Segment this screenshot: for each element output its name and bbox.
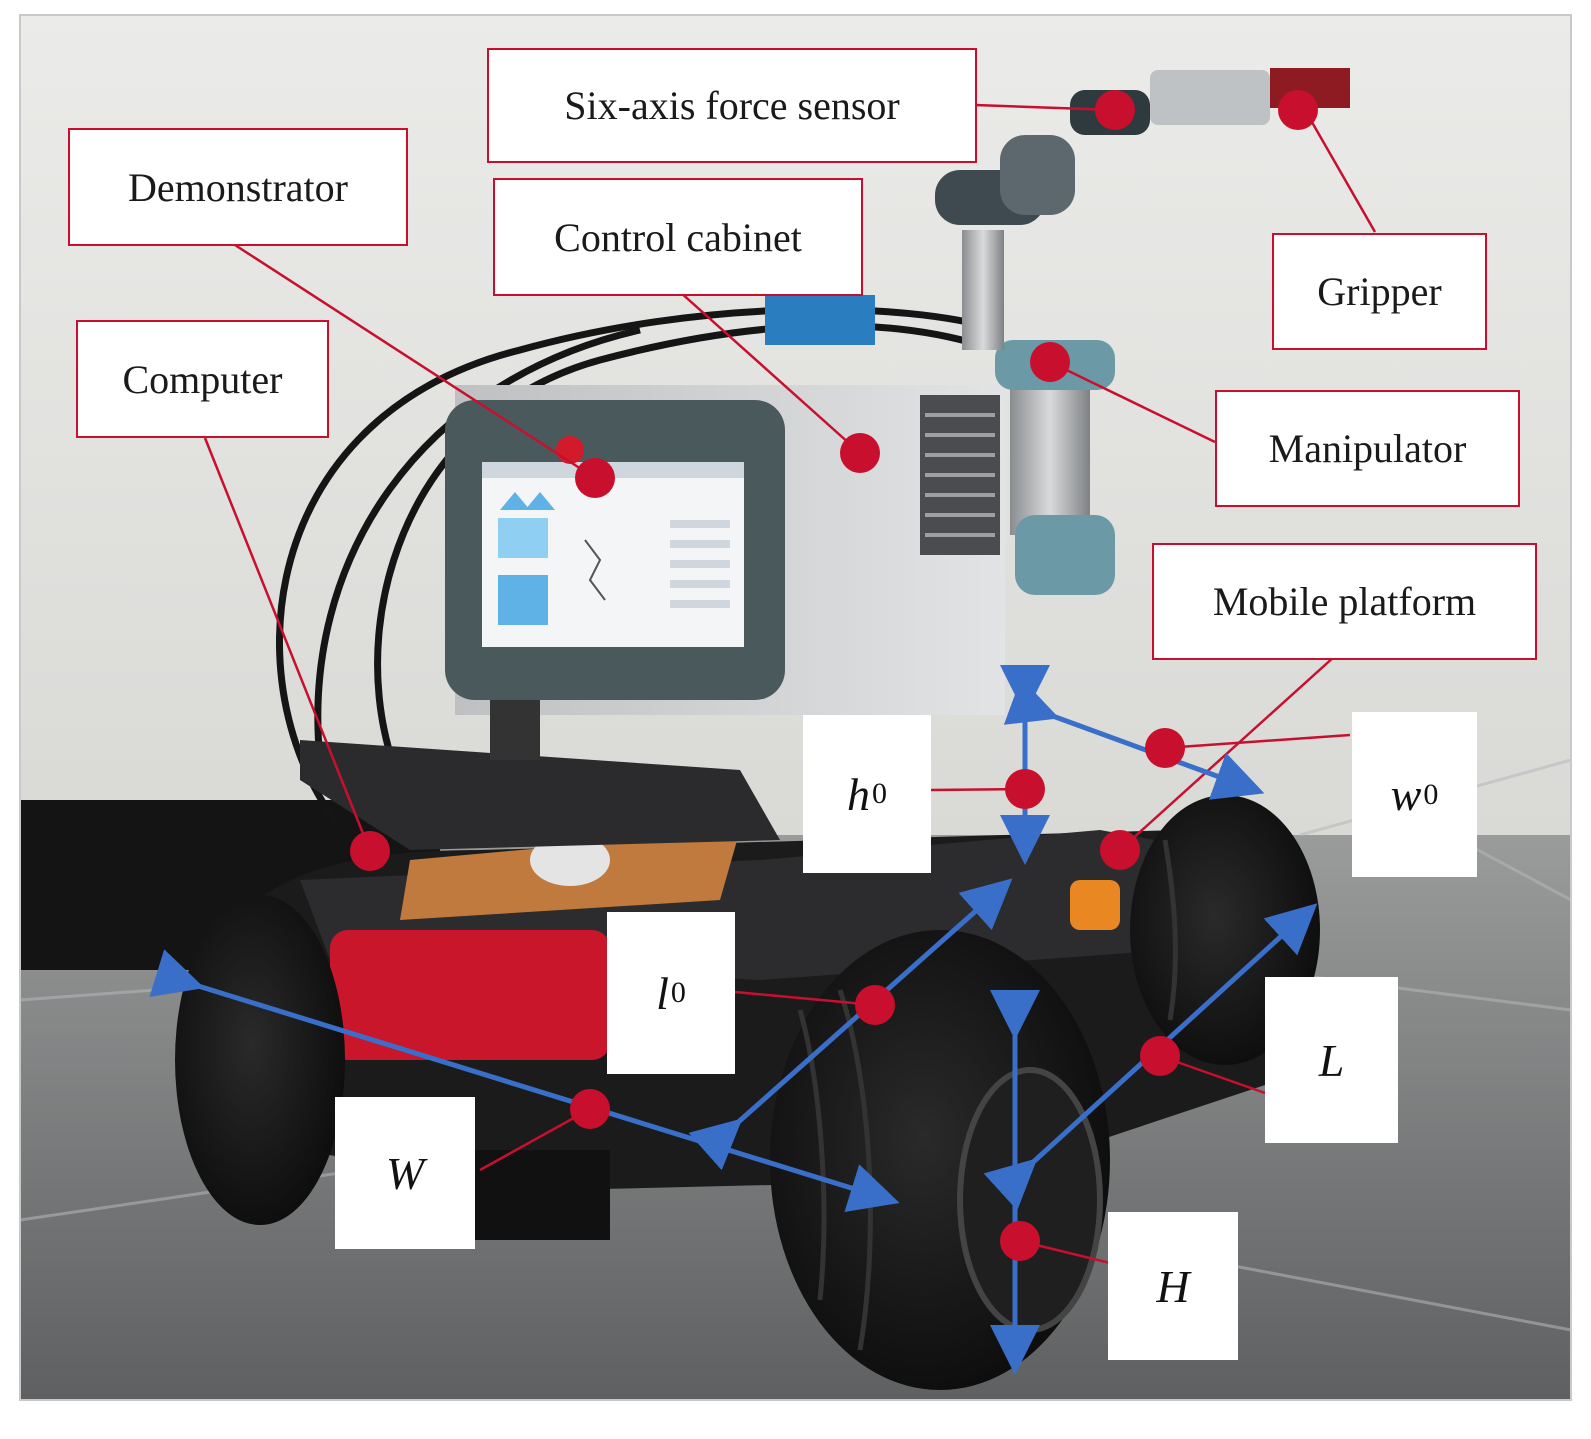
marker-w0 [1145,728,1185,768]
marker-six-axis-force-sensor [1095,90,1135,130]
arm-upper-link [962,230,1004,350]
marker-H [1000,1221,1040,1261]
label-mobile-platform: Mobile platform [1152,543,1537,660]
wheel-front-left [175,895,345,1225]
label-gripper: Gripper [1272,233,1487,350]
marker-gripper [1278,90,1318,130]
gripper-body [1150,70,1270,125]
orange-part [1070,880,1120,930]
marker-computer [350,831,390,871]
symbol-W: W [335,1097,475,1249]
emergency-stop-button [556,436,584,464]
laptop [300,740,780,850]
symbol-l0-base: l [656,967,669,1019]
hub-front-right [957,1067,1103,1333]
blue-module [765,295,875,345]
label-manipulator: Manipulator [1215,390,1520,507]
symbol-w0-sub: 0 [1423,777,1439,811]
marker-W [570,1089,610,1129]
label-control-cabinet: Control cabinet [493,178,863,296]
label-six-axis-force-sensor: Six-axis force sensor [487,48,977,163]
markers [350,90,1318,1261]
marker-demonstrator [575,458,615,498]
mouse [530,834,610,886]
marker-h0 [1005,769,1045,809]
arm-base-column [1010,385,1090,535]
marker-l0 [855,985,895,1025]
marker-manipulator [1030,342,1070,382]
dimension-arrows [149,665,1318,1375]
symbol-l0-sub: 0 [670,976,686,1009]
symbol-H: H [1108,1212,1238,1360]
vent-slats [925,413,995,537]
arrow-L-dimension [983,903,1318,1211]
marker-L [1140,1036,1180,1076]
symbol-L: L [1265,977,1398,1143]
label-demonstrator: Demonstrator [68,128,408,246]
marker-mobile-platform [1100,830,1140,870]
arm-joint-base [1015,515,1115,595]
symbol-h0-base: h [847,768,870,820]
symbol-h0-sub: 0 [872,777,887,810]
marker-control-cabinet [840,433,880,473]
arm-forearm [1000,135,1075,215]
label-computer: Computer [76,320,329,438]
symbol-w0-base: w [1390,769,1422,820]
frame-stand [490,700,540,760]
figure-border [19,14,1572,1401]
